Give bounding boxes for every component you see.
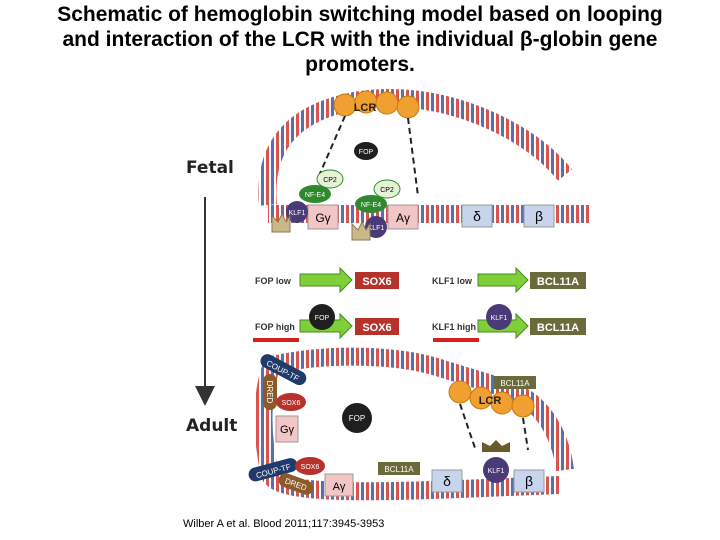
fetal-cp2-right xyxy=(373,179,401,199)
sox6-box-low xyxy=(355,272,399,289)
bcl11a-box-high xyxy=(530,318,586,335)
fetal-loop-right xyxy=(407,117,419,197)
svg-text:NF-E4: NF-E4 xyxy=(305,192,325,199)
fetal-lcr-text: LCR xyxy=(354,102,377,114)
adult-protein-hand xyxy=(482,440,510,452)
svg-text:δ: δ xyxy=(473,208,481,224)
svg-text:δ: δ xyxy=(443,473,451,489)
svg-text:KLF1 high: KLF1 high xyxy=(432,322,476,332)
svg-text:SOX6: SOX6 xyxy=(362,276,391,288)
fetal-protein-hand-left xyxy=(271,212,291,233)
adult-g-gamma-gene xyxy=(275,415,299,443)
svg-text:KLF1: KLF1 xyxy=(368,225,385,232)
fetal-delta-gene xyxy=(461,204,493,228)
adult-beta-gene xyxy=(513,469,545,493)
title-line-2: and interaction of the LCR with the indi… xyxy=(62,28,658,51)
svg-text:FOP: FOP xyxy=(359,149,374,156)
svg-text:BCL11A: BCL11A xyxy=(537,276,579,288)
adult-label: Adult xyxy=(186,416,238,436)
svg-text:DRED: DRED xyxy=(265,381,274,404)
bcl11a-box-low xyxy=(530,272,586,289)
svg-text:NF-E4: NF-E4 xyxy=(361,202,381,209)
fop-high-bar xyxy=(253,338,299,342)
adult-lcr-beads xyxy=(448,380,535,418)
fetal-cp2-left xyxy=(316,169,344,189)
fetal-nfe4-right xyxy=(355,195,387,213)
svg-text:BCL11A: BCL11A xyxy=(537,322,579,334)
fetal-protein-hand-right xyxy=(351,220,371,241)
citation: Wilber A et al. Blood 2011;117:3945-3953 xyxy=(183,518,385,530)
fetal-nfe4-left xyxy=(299,185,331,203)
svg-text:β: β xyxy=(535,208,543,224)
svg-text:KLF1: KLF1 xyxy=(491,315,508,322)
svg-text:LCR: LCR xyxy=(479,395,502,407)
fetal-beta-gene xyxy=(523,204,555,228)
svg-text:SOX6: SOX6 xyxy=(362,322,391,334)
svg-text:FOP: FOP xyxy=(349,414,365,423)
svg-text:KLF1: KLF1 xyxy=(488,468,505,475)
sox6-box-high xyxy=(355,318,399,335)
title-line-1: Schematic of hemoglobin switching model … xyxy=(57,3,663,26)
title-line-3: promoters. xyxy=(305,53,415,76)
fetal-lcr-beads xyxy=(333,90,420,119)
figure-title: Schematic of hemoglobin switching model … xyxy=(0,2,720,77)
svg-text:FOP high: FOP high xyxy=(255,322,295,332)
adult-dred-bottom: DRED xyxy=(278,473,314,495)
adult-a-gamma-gene xyxy=(324,473,354,497)
svg-text:KLF1: KLF1 xyxy=(289,210,306,217)
adult-delta-gene xyxy=(431,469,463,493)
svg-text:Gγ: Gγ xyxy=(315,211,330,225)
fetal-dna-arc xyxy=(258,89,573,206)
adult-sox6-top xyxy=(276,393,306,411)
svg-text:SOX6: SOX6 xyxy=(282,400,301,407)
sox6-arrow-low xyxy=(299,266,353,294)
svg-text:FOP: FOP xyxy=(315,315,330,322)
svg-text:CP2: CP2 xyxy=(323,177,337,184)
svg-text:CP2: CP2 xyxy=(380,187,394,194)
svg-text:β: β xyxy=(525,473,533,489)
fetal-g-gamma-gene xyxy=(307,204,339,230)
fetal-dna-line xyxy=(268,205,590,223)
svg-text:Aγ: Aγ xyxy=(333,481,346,493)
fetal-label: Fetal xyxy=(186,158,234,178)
fetal-a-gamma-gene xyxy=(387,204,419,230)
svg-text:SOX6: SOX6 xyxy=(301,464,320,471)
adult-fop xyxy=(342,403,372,433)
adult-bcl11a-bottom xyxy=(378,462,420,475)
klf1-high-bar xyxy=(433,338,479,342)
adult-loop-left xyxy=(459,403,476,449)
adult-sox6-bottom xyxy=(295,457,325,475)
fetal-fop xyxy=(354,142,378,160)
adult-dred-top: DRED xyxy=(263,374,277,410)
svg-text:BCL11A: BCL11A xyxy=(500,379,530,388)
svg-text:Aγ: Aγ xyxy=(396,211,410,225)
klf1-high-circle xyxy=(486,304,512,330)
fetal-klf1-left xyxy=(286,201,308,223)
adult-loop-right xyxy=(522,417,529,451)
svg-text:FOP low: FOP low xyxy=(255,276,292,286)
svg-text:KLF1 low: KLF1 low xyxy=(432,276,473,286)
svg-text:Gγ: Gγ xyxy=(280,424,295,436)
svg-text:BCL11A: BCL11A xyxy=(384,465,414,474)
bcl11a-arrow-low xyxy=(477,266,529,294)
fetal-loop-left xyxy=(317,115,346,179)
fop-high-circle xyxy=(309,304,335,330)
adult-bcl11a-top xyxy=(494,376,536,389)
adult-klf1 xyxy=(483,457,509,483)
